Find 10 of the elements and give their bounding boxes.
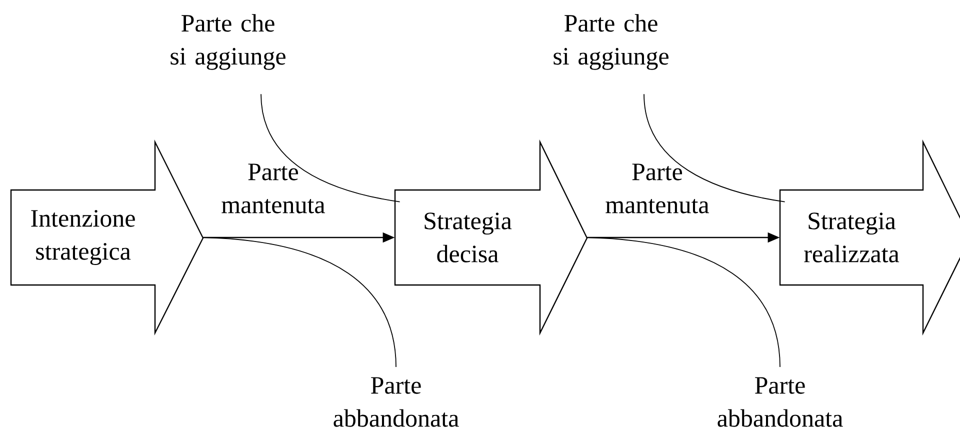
edge-label: Parte mantenuta — [222, 164, 325, 214]
connector-curve — [202, 237, 396, 368]
callout-text: Parte abbandonata — [718, 377, 843, 427]
edge-label: Parte mantenuta — [606, 164, 709, 214]
connector-curve — [644, 94, 786, 202]
callout-text: Parte che si aggiunge — [554, 14, 668, 70]
connector-curve — [586, 237, 780, 368]
callout-text: Parte che si aggiunge — [170, 14, 286, 70]
connector-curve — [260, 94, 400, 202]
callout-text: Parte abbandonata — [334, 377, 459, 427]
